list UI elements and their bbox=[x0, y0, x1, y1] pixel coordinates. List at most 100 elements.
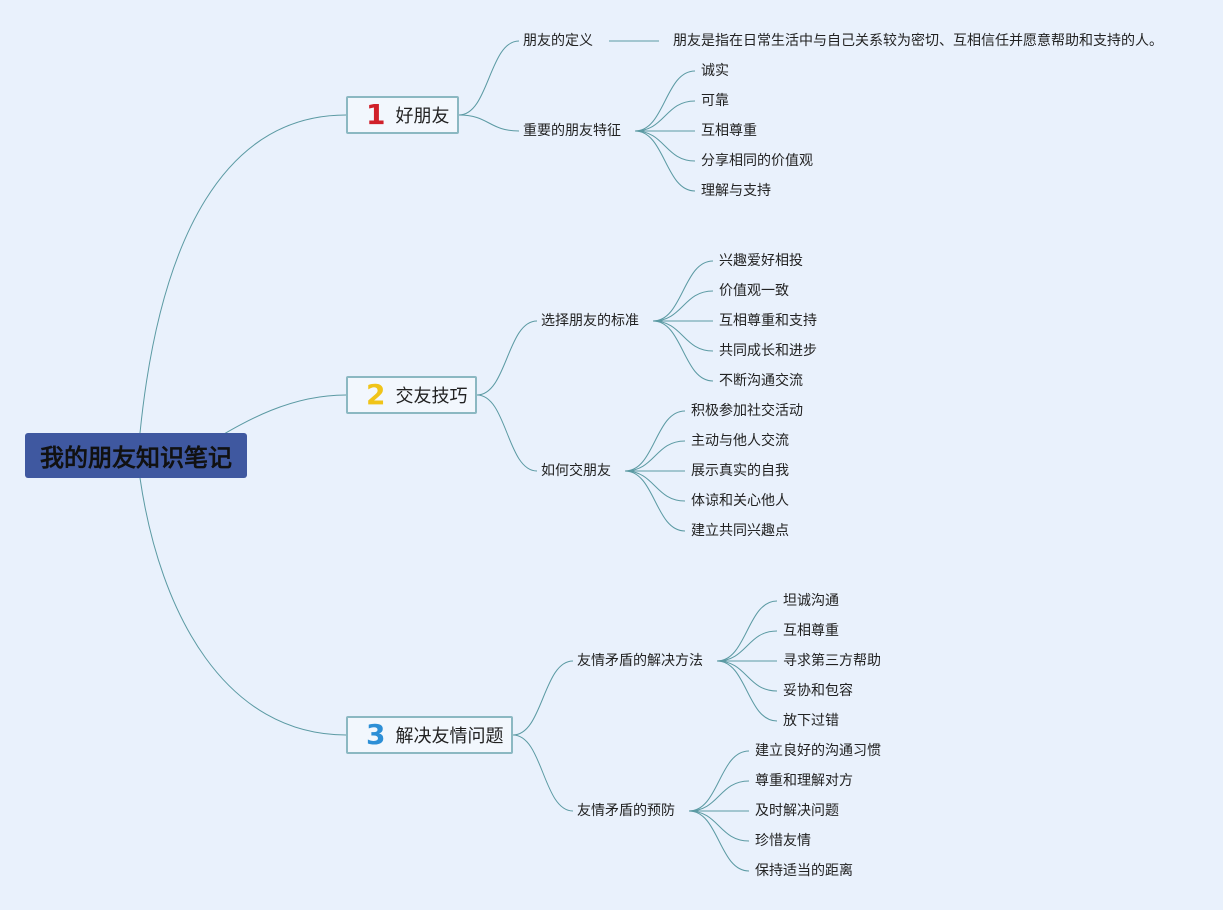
connector-topic-leaf bbox=[688, 810, 750, 842]
leaf-item[interactable]: 诚实 bbox=[701, 61, 729, 81]
branch-label: 交友技巧 bbox=[395, 386, 468, 407]
branch-number-2: 2 bbox=[366, 378, 386, 411]
leaf-item[interactable]: 互相尊重 bbox=[783, 621, 839, 641]
leaf-label: 建立共同兴趣点 bbox=[691, 523, 789, 539]
leaf-item[interactable]: 互相尊重和支持 bbox=[719, 311, 817, 331]
leaf-item[interactable]: 朋友是指在日常生活中与自己关系较为密切、互相信任并愿意帮助和支持的人。 bbox=[673, 31, 1163, 51]
leaf-item[interactable]: 保持适当的距离 bbox=[755, 861, 853, 881]
leaf-item[interactable]: 分享相同的价值观 bbox=[701, 151, 813, 171]
leaf-item[interactable]: 及时解决问题 bbox=[755, 801, 839, 821]
connector-topic-leaf bbox=[688, 780, 750, 812]
leaf-item[interactable]: 建立共同兴趣点 bbox=[691, 521, 789, 541]
leaf-item[interactable]: 理解与支持 bbox=[701, 181, 771, 201]
leaf-label: 分享相同的价值观 bbox=[701, 153, 813, 169]
branch-node-resolve-problems[interactable]: 3 解决友情问题 bbox=[346, 716, 513, 754]
root-node[interactable]: 我的朋友知识笔记 bbox=[25, 433, 247, 478]
topic-conflict-solutions[interactable]: 友情矛盾的解决方法 bbox=[577, 651, 703, 671]
leaf-label: 坦诚沟通 bbox=[783, 593, 839, 609]
connector-topic-leaf bbox=[652, 320, 714, 382]
connector-root-branch bbox=[139, 477, 347, 736]
leaf-item[interactable]: 建立良好的沟通习惯 bbox=[755, 741, 881, 761]
connector-topic-leaf bbox=[716, 600, 778, 662]
connector-topic-leaf bbox=[624, 440, 686, 472]
connector-branch-topic bbox=[476, 394, 538, 472]
topic-label: 朋友的定义 bbox=[523, 33, 593, 49]
connector-topic-leaf bbox=[634, 130, 696, 162]
leaf-label: 建立良好的沟通习惯 bbox=[755, 743, 881, 759]
leaf-item[interactable]: 兴趣爱好相投 bbox=[719, 251, 803, 271]
connector-topic-leaf bbox=[624, 470, 686, 502]
leaf-label: 互相尊重 bbox=[701, 123, 757, 139]
leaf-label: 互相尊重 bbox=[783, 623, 839, 639]
leaf-item[interactable]: 互相尊重 bbox=[701, 121, 757, 141]
connector-topic-leaf bbox=[688, 810, 750, 872]
connector-branch-topic bbox=[512, 660, 574, 736]
branch-node-friendship-skills[interactable]: 2 交友技巧 bbox=[346, 376, 477, 414]
topic-friend-definition[interactable]: 朋友的定义 bbox=[523, 31, 593, 51]
connector-topic-leaf bbox=[716, 660, 778, 692]
connector-branch-topic bbox=[458, 114, 520, 132]
leaf-label: 珍惜友情 bbox=[755, 833, 811, 849]
connector-topic-leaf bbox=[652, 320, 714, 352]
leaf-item[interactable]: 积极参加社交活动 bbox=[691, 401, 803, 421]
leaf-item[interactable]: 寻求第三方帮助 bbox=[783, 651, 881, 671]
connector-topic-leaf bbox=[652, 290, 714, 322]
leaf-label: 尊重和理解对方 bbox=[755, 773, 853, 789]
topic-friend-traits[interactable]: 重要的朋友特征 bbox=[523, 121, 621, 141]
connector-topic-leaf bbox=[716, 660, 778, 722]
topic-label: 重要的朋友特征 bbox=[523, 123, 621, 139]
leaf-item[interactable]: 价值观一致 bbox=[719, 281, 789, 301]
connector-root-branch bbox=[139, 114, 347, 434]
leaf-item[interactable]: 尊重和理解对方 bbox=[755, 771, 853, 791]
branch-node-good-friend[interactable]: 1 好朋友 bbox=[346, 96, 459, 134]
leaf-item[interactable]: 坦诚沟通 bbox=[783, 591, 839, 611]
branch-number-1: 1 bbox=[366, 98, 386, 131]
leaf-label: 互相尊重和支持 bbox=[719, 313, 817, 329]
topic-how-to-make-friends[interactable]: 如何交朋友 bbox=[541, 461, 611, 481]
leaf-label: 理解与支持 bbox=[701, 183, 771, 199]
topic-label: 选择朋友的标准 bbox=[541, 313, 639, 329]
connector-topic-leaf bbox=[688, 750, 750, 812]
leaf-item[interactable]: 共同成长和进步 bbox=[719, 341, 817, 361]
leaf-label: 诚实 bbox=[701, 63, 729, 79]
connector-topic-leaf bbox=[624, 470, 686, 532]
leaf-item[interactable]: 展示真实的自我 bbox=[691, 461, 789, 481]
leaf-label: 妥协和包容 bbox=[783, 683, 853, 699]
connector-topic-leaf bbox=[634, 100, 696, 132]
leaf-item[interactable]: 放下过错 bbox=[783, 711, 839, 731]
topic-label: 如何交朋友 bbox=[541, 463, 611, 479]
leaf-label: 及时解决问题 bbox=[755, 803, 839, 819]
branch-label: 解决友情问题 bbox=[395, 726, 504, 747]
topic-choosing-criteria[interactable]: 选择朋友的标准 bbox=[541, 311, 639, 331]
leaf-label: 体谅和关心他人 bbox=[691, 493, 789, 509]
leaf-item[interactable]: 主动与他人交流 bbox=[691, 431, 789, 451]
connector-topic-leaf bbox=[716, 630, 778, 662]
leaf-label: 可靠 bbox=[701, 93, 729, 109]
branch-label: 好朋友 bbox=[395, 106, 450, 127]
leaf-label: 朋友是指在日常生活中与自己关系较为密切、互相信任并愿意帮助和支持的人。 bbox=[673, 33, 1163, 49]
leaf-label: 不断沟通交流 bbox=[719, 373, 803, 389]
leaf-label: 保持适当的距离 bbox=[755, 863, 853, 879]
leaf-item[interactable]: 妥协和包容 bbox=[783, 681, 853, 701]
leaf-label: 主动与他人交流 bbox=[691, 433, 789, 449]
connector-topic-leaf bbox=[634, 70, 696, 132]
topic-label: 友情矛盾的解决方法 bbox=[577, 653, 703, 669]
connector-branch-topic bbox=[458, 40, 520, 116]
root-title: 我的朋友知识笔记 bbox=[40, 444, 232, 472]
leaf-item[interactable]: 可靠 bbox=[701, 91, 729, 111]
leaf-label: 共同成长和进步 bbox=[719, 343, 817, 359]
connector-topic-leaf bbox=[634, 130, 696, 192]
connector-branch-topic bbox=[512, 734, 574, 812]
connector-topic-leaf bbox=[624, 410, 686, 472]
topic-conflict-prevention[interactable]: 友情矛盾的预防 bbox=[577, 801, 675, 821]
topic-label: 友情矛盾的预防 bbox=[577, 803, 675, 819]
leaf-item[interactable]: 体谅和关心他人 bbox=[691, 491, 789, 511]
connector-topic-leaf bbox=[652, 260, 714, 322]
connector-branch-topic bbox=[476, 320, 538, 396]
leaf-label: 积极参加社交活动 bbox=[691, 403, 803, 419]
leaf-item[interactable]: 珍惜友情 bbox=[755, 831, 811, 851]
leaf-label: 放下过错 bbox=[783, 713, 839, 729]
leaf-item[interactable]: 不断沟通交流 bbox=[719, 371, 803, 391]
